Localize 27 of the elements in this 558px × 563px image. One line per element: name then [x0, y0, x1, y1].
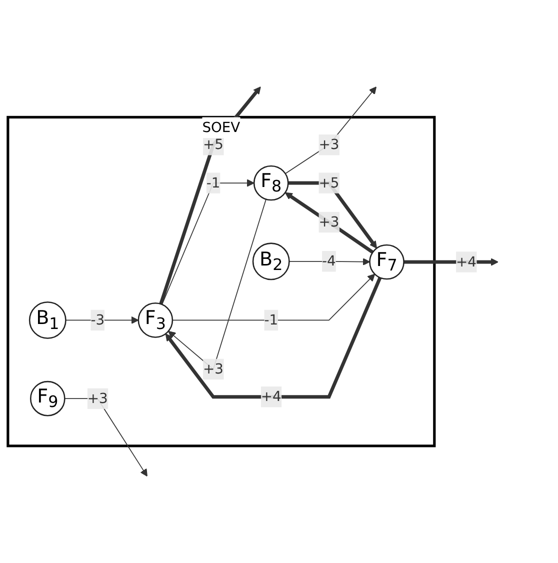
- arrow: [65, 316, 139, 324]
- node-circle: B$_{1}$: [28, 301, 66, 339]
- edge-label: +3: [87, 390, 108, 406]
- node-circle: F$_{3}$: [138, 302, 174, 338]
- arrow: [172, 274, 376, 321]
- node-circle: F$_{9}$: [30, 380, 66, 416]
- node-circle: B$_{2}$: [252, 242, 290, 280]
- arrow: [284, 86, 377, 174]
- edge-label: -3: [90, 311, 105, 328]
- edge-label: -4: [322, 252, 336, 270]
- arrow: [64, 398, 148, 476]
- node-circle: F$_{8}$: [253, 165, 289, 201]
- edge-label: +4: [456, 253, 476, 270]
- arrow: [165, 276, 382, 399]
- edge-label: +3: [318, 213, 340, 230]
- edge-label: -1: [264, 311, 278, 328]
- edge-label: +3: [203, 360, 224, 377]
- arrow: [162, 179, 254, 305]
- arrow: [284, 192, 374, 254]
- edge-label: -1: [206, 174, 220, 191]
- edge-label: +3: [318, 136, 340, 153]
- edge-label: +5: [318, 174, 340, 191]
- edge-label: +5: [203, 136, 224, 153]
- arrow: [159, 86, 261, 304]
- node-circle: F$_{7}$: [369, 244, 404, 280]
- edge-label: +4: [260, 388, 282, 405]
- arrow: [288, 181, 378, 249]
